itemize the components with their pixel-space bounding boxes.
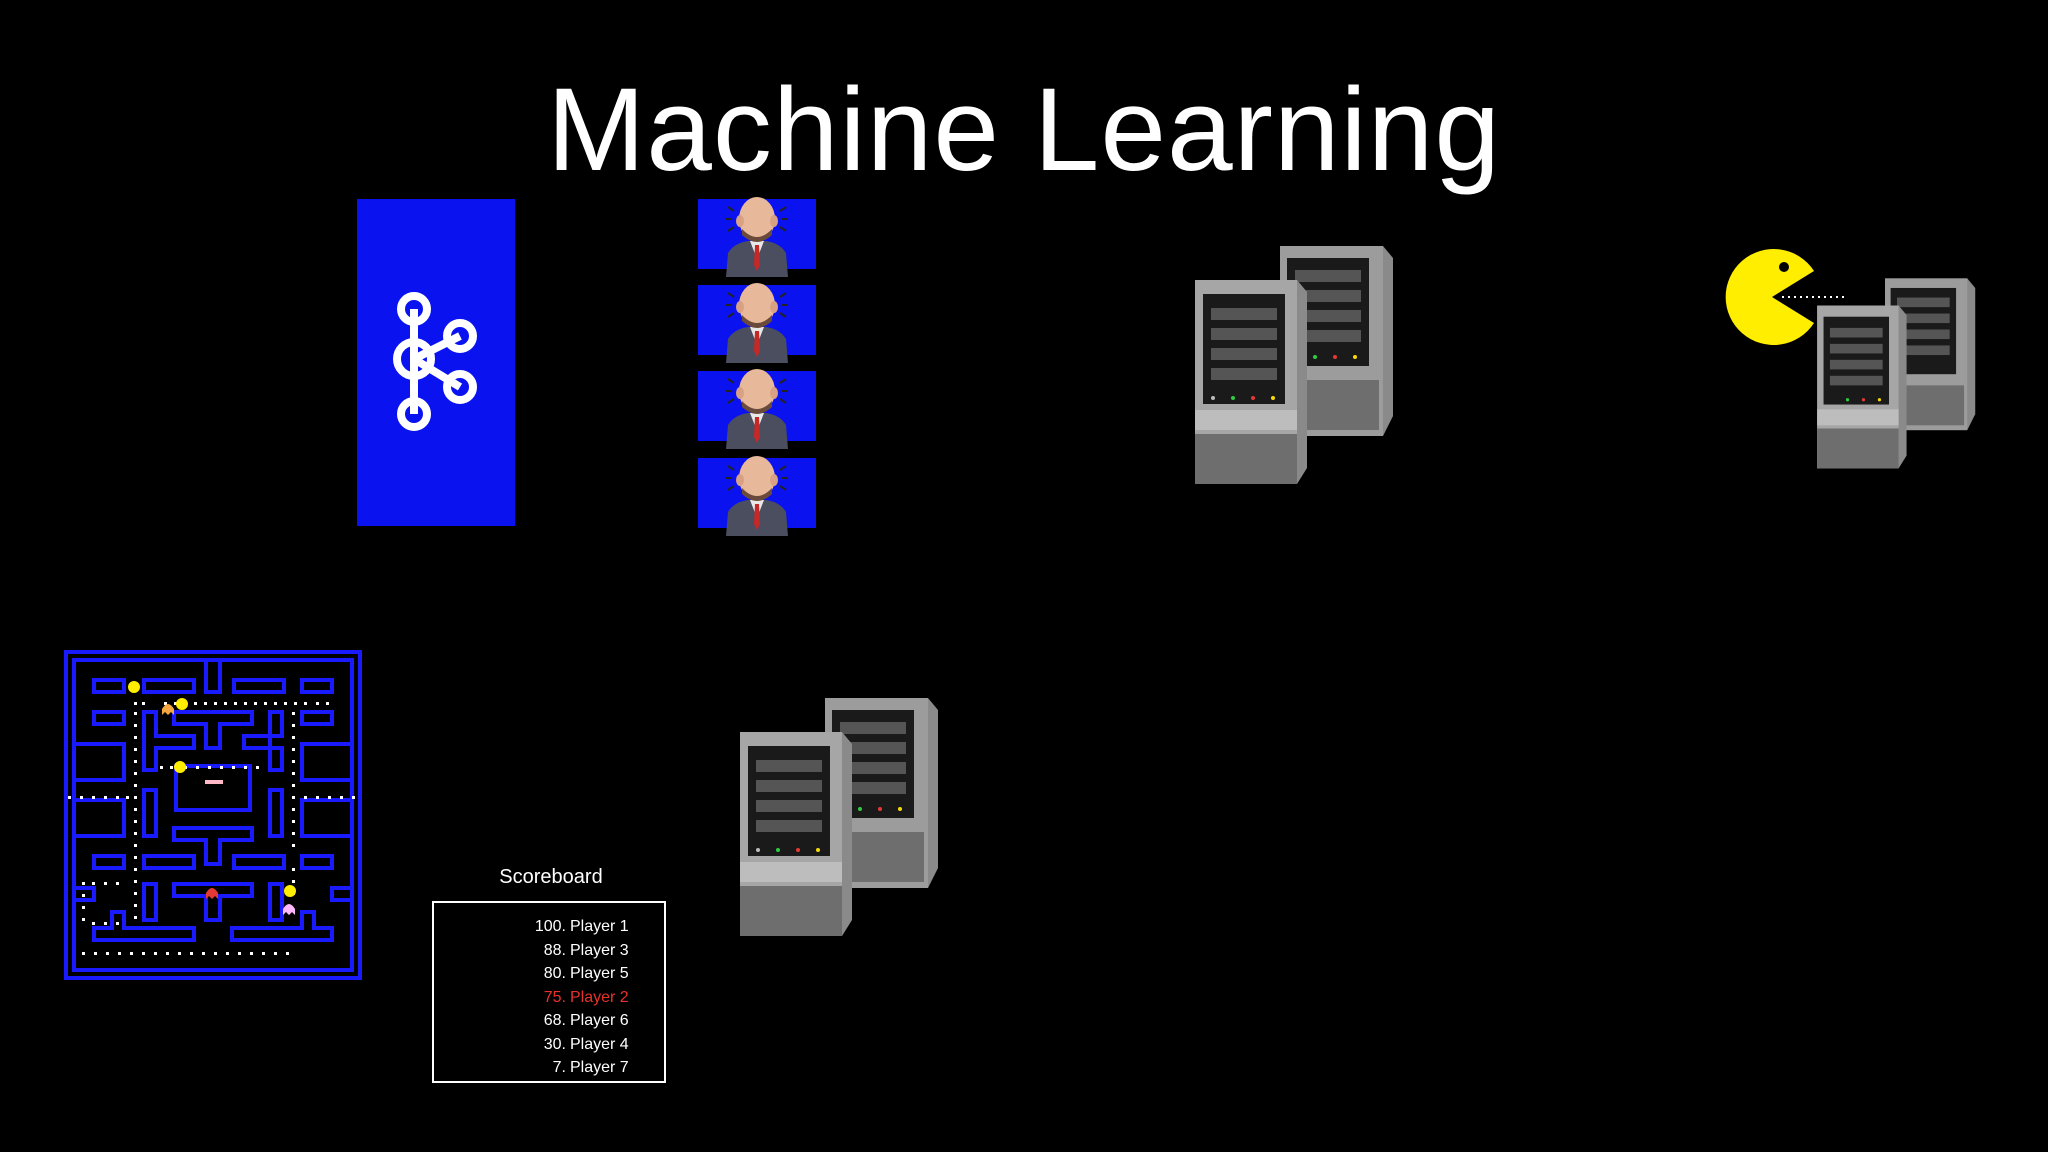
scoreboard-score: 7. — [552, 1059, 566, 1076]
scoreboard-score: 80. — [543, 965, 566, 982]
scoreboard-player: Player 5 — [570, 965, 629, 982]
worker-tile-4 — [698, 458, 816, 528]
scoreboard-player: Player 7 — [570, 1059, 629, 1076]
businessman-icon — [698, 279, 816, 363]
scoreboard-score: 88. — [543, 941, 566, 959]
scoreboard-row: 80.Player 5 — [434, 962, 664, 986]
scoreboard-label: Scoreboard — [499, 866, 603, 888]
scoreboard-player: Player 6 — [570, 1012, 629, 1029]
server-rack-icon — [1817, 278, 1976, 469]
scoreboard-player: Player 2 — [570, 988, 629, 1006]
businessman-icon — [698, 193, 816, 277]
pacman-maze-icon — [64, 650, 362, 980]
worker-tile-3 — [698, 371, 816, 441]
pacman-icon — [1725, 249, 1844, 345]
worker-tile-2 — [698, 285, 816, 355]
kafka-panel — [357, 199, 515, 526]
scoreboard-row: 7.Player 7 — [434, 1056, 664, 1080]
slide-title: Machine Learning — [546, 64, 1502, 196]
worker-tile-1 — [698, 199, 816, 269]
scoreboard-player: Player 1 — [570, 918, 629, 935]
scoreboard-score: 30. — [543, 1035, 566, 1053]
scoreboard-row: 88.Player 3 — [434, 939, 664, 963]
server-rack-icon — [740, 698, 938, 936]
scoreboard-player: Player 4 — [570, 1035, 629, 1053]
server-rack-icon — [1195, 246, 1393, 484]
kafka-logo-icon — [393, 292, 477, 431]
scoreboard-score: 68. — [543, 1012, 566, 1029]
scoreboard-row: 68.Player 6 — [434, 1009, 664, 1033]
businessman-icon — [698, 365, 816, 449]
scoreboard-row: 30.Player 4 — [434, 1033, 664, 1057]
scoreboard-row: 75.Player 2 — [434, 986, 664, 1010]
businessman-icon — [698, 452, 816, 536]
scoreboard-player: Player 3 — [570, 941, 629, 959]
scoreboard-row: 100.Player 1 — [434, 915, 664, 939]
scoreboard-score: 100. — [534, 918, 566, 935]
scoreboard-score: 75. — [543, 988, 566, 1006]
